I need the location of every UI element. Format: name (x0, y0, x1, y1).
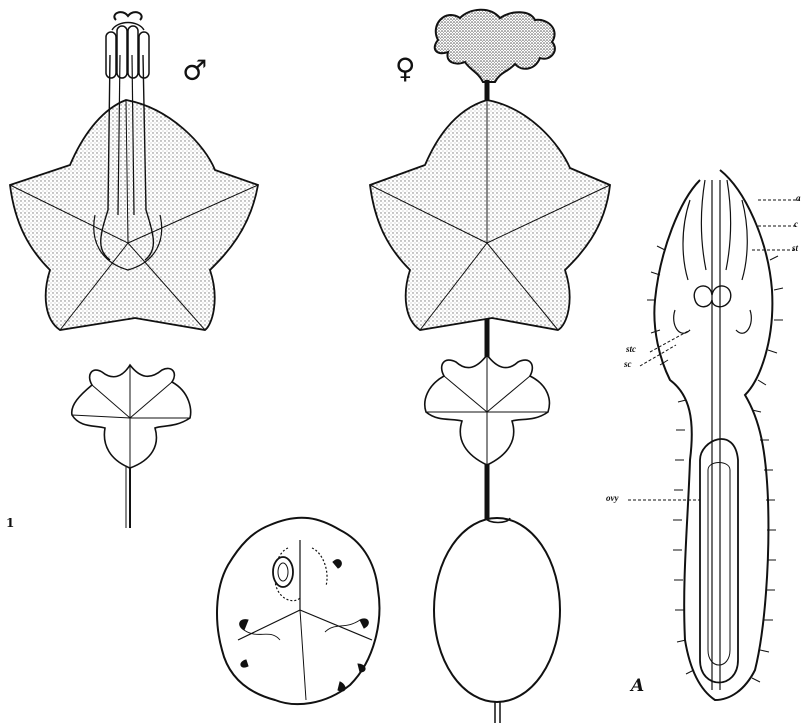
section-label-c: c (794, 219, 798, 229)
male-symbol: ♂ (182, 54, 207, 87)
figure-number: 1 (6, 516, 14, 530)
section-label-ovy: ovy (606, 493, 619, 503)
male-anthers (106, 12, 149, 78)
panel-letter: A (631, 676, 644, 696)
section-label-a: a (796, 193, 801, 203)
male-flower (10, 12, 258, 528)
female-ovary (434, 518, 560, 702)
female-symbol: ♀ (395, 52, 415, 85)
female-stigma (435, 10, 555, 82)
ovary-cross-section (217, 518, 379, 704)
section-label-sc: sc (624, 359, 632, 369)
longitudinal-section (628, 170, 800, 700)
female-flower (370, 10, 610, 723)
section-label-stc: stc (626, 344, 636, 354)
section-label-st: st (792, 243, 798, 253)
female-corolla (370, 100, 610, 330)
